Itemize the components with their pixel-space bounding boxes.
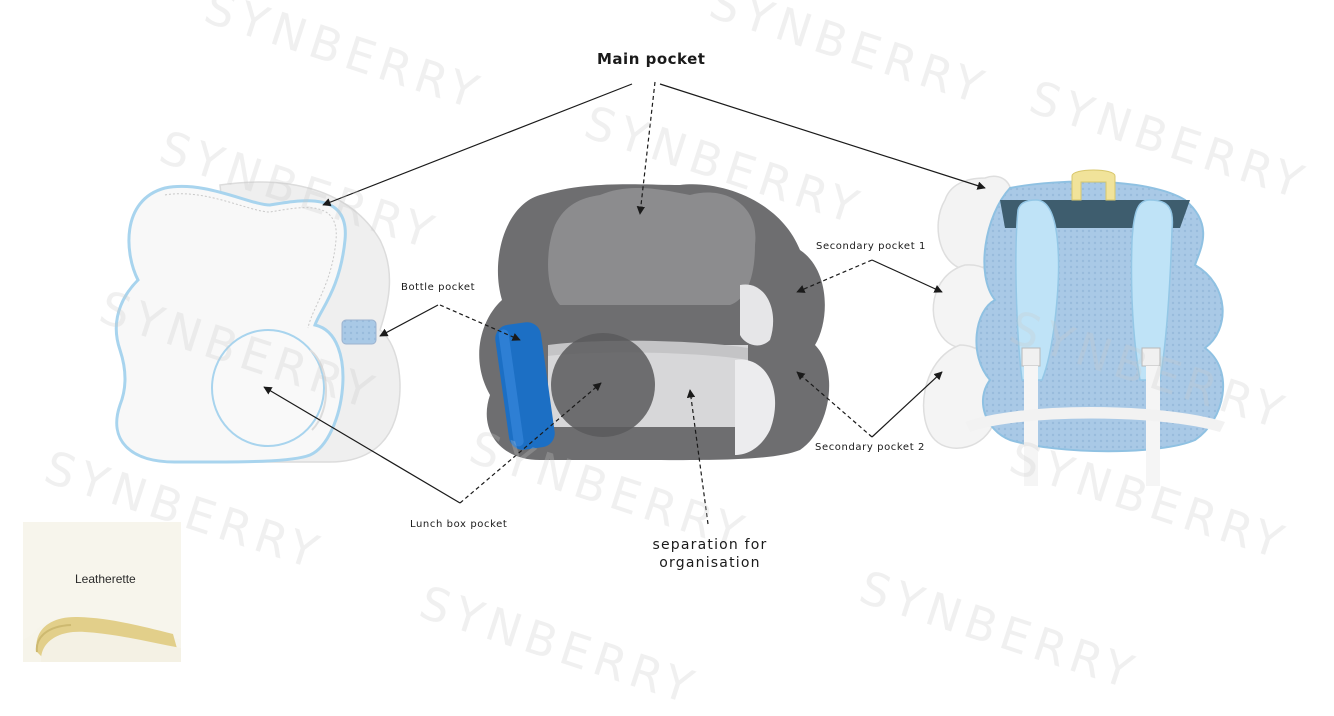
main-pocket-arrows — [322, 81, 986, 215]
product-diagram — [114, 81, 1225, 525]
material-swatch-label: Leatherette — [75, 572, 136, 586]
right-bag-strap-left — [1015, 199, 1060, 381]
secondary-pocket-1-arrows — [796, 259, 943, 293]
center-bag-cutaway — [479, 184, 830, 461]
separation-label: separation for organisation — [652, 537, 768, 571]
left-bag-side-view — [114, 181, 401, 464]
secondary-pocket-1-label: Secondary pocket 1 — [816, 241, 926, 252]
lunch-box-pocket-label: Lunch box pocket — [410, 519, 508, 530]
bottle-pocket-arrows — [379, 304, 521, 341]
material-swatch: Leatherette — [23, 522, 181, 662]
right-bag-back-view — [922, 169, 1225, 486]
right-bag-handle — [1071, 169, 1116, 201]
left-bag-lunch-box-circle — [211, 329, 325, 447]
secondary-pocket-2-arrows — [796, 371, 943, 438]
center-bag-back-panel — [548, 187, 756, 305]
secondary-pocket-2-label: Secondary pocket 2 — [815, 442, 925, 453]
main-pocket-label: Main pocket — [597, 50, 706, 68]
left-bag-bottle-mesh — [341, 319, 377, 345]
leatherette-fold-graphic — [23, 522, 181, 662]
lunch-box-pocket-arrows — [263, 382, 602, 504]
separation-arrow — [686, 389, 709, 525]
center-bag-lunch-circle — [551, 333, 655, 437]
bottle-pocket-label: Bottle pocket — [401, 282, 476, 293]
